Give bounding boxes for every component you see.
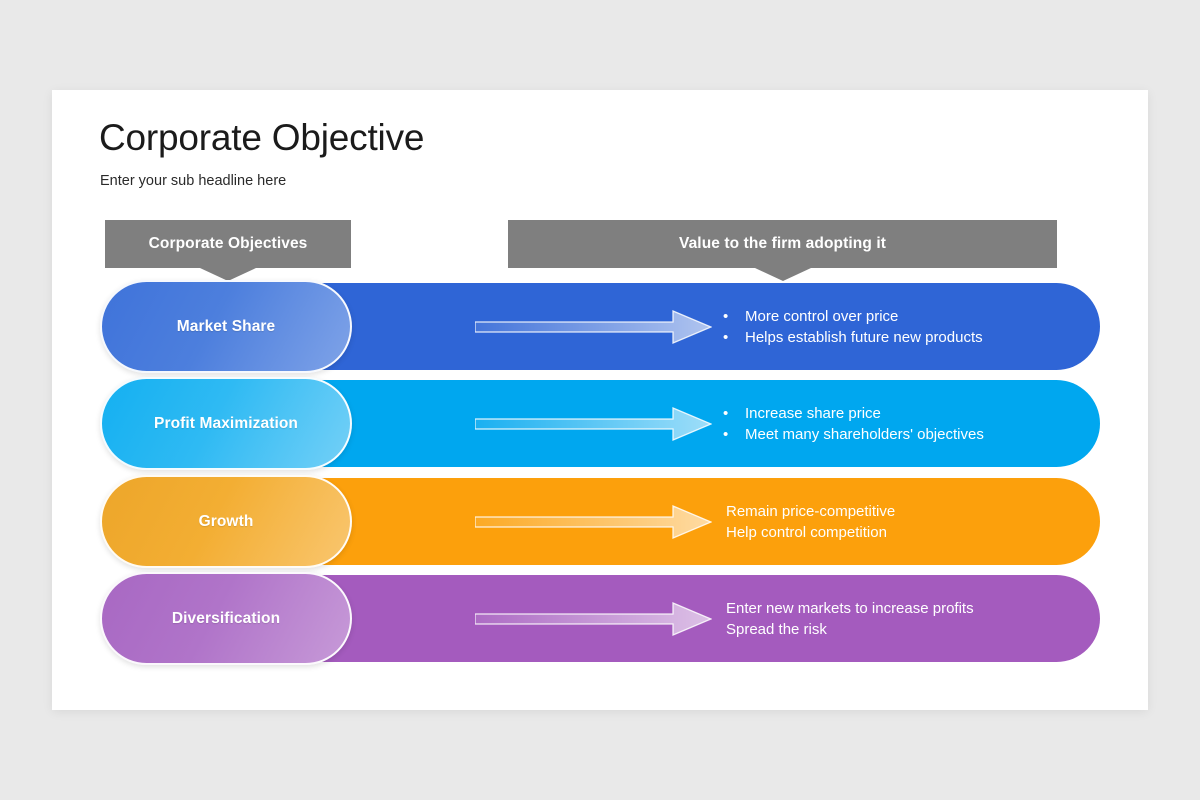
value-item: • Helps establish future new products xyxy=(723,327,983,348)
value-item: • Increase share price xyxy=(723,403,984,424)
value-item: Remain price-competitive xyxy=(723,501,895,522)
page-subtitle: Enter your sub headline here xyxy=(100,173,287,189)
bullet-icon: • xyxy=(723,425,729,443)
value-list: • Increase share price • Meet many share… xyxy=(723,380,984,467)
right-arrow-icon xyxy=(475,504,712,540)
value-text: Enter new markets to increase profits xyxy=(726,599,974,617)
value-list: Enter new markets to increase profits Sp… xyxy=(723,575,974,662)
objective-pill[interactable]: Diversification xyxy=(100,572,352,665)
page-title: Corporate Objective xyxy=(99,117,425,158)
bullet-icon: • xyxy=(723,404,729,422)
header-notch-triangle-icon xyxy=(754,268,811,281)
bullet-icon: • xyxy=(723,328,729,346)
objective-row[interactable]: Market Share • More control over price •… xyxy=(100,280,1100,373)
objective-pill[interactable]: Growth xyxy=(100,475,352,568)
objective-label: Market Share xyxy=(176,317,276,335)
bullet-icon: • xyxy=(723,307,729,325)
value-item: • More control over price xyxy=(723,306,983,327)
value-text: Help control competition xyxy=(726,523,887,541)
value-text: Remain price-competitive xyxy=(726,502,896,520)
value-item: Spread the risk xyxy=(723,619,974,640)
column-header-value-label: Value to the firm adopting it xyxy=(679,235,886,252)
column-header-objectives: Corporate Objectives xyxy=(105,220,351,281)
objective-pill[interactable]: Profit Maximization xyxy=(100,377,352,470)
objective-row[interactable]: Growth Remain price-competitive Help con… xyxy=(100,475,1100,568)
value-text: Helps establish future new products xyxy=(745,328,983,346)
objective-label: Growth xyxy=(198,512,254,530)
objective-row[interactable]: Diversification Enter new markets to inc… xyxy=(100,572,1100,665)
objective-row[interactable]: Profit Maximization • Increase share pri… xyxy=(100,377,1100,470)
column-header-value: Value to the firm adopting it xyxy=(508,220,1057,281)
right-arrow-icon xyxy=(475,601,712,637)
header-notch-triangle-icon xyxy=(200,268,256,281)
value-text: Spread the risk xyxy=(726,620,827,638)
objective-label: Profit Maximization xyxy=(154,414,298,432)
value-list: • More control over price • Helps establ… xyxy=(723,283,983,370)
value-item: • Meet many shareholders' objectives xyxy=(723,424,984,445)
value-text: Increase share price xyxy=(745,404,881,422)
value-text: More control over price xyxy=(745,307,899,325)
value-item: Help control competition xyxy=(723,522,895,543)
right-arrow-icon xyxy=(475,309,712,345)
column-header-objectives-label: Corporate Objectives xyxy=(148,235,308,252)
objective-pill[interactable]: Market Share xyxy=(100,280,352,373)
right-arrow-icon xyxy=(475,406,712,442)
objective-label: Diversification xyxy=(171,609,281,627)
value-text: Meet many shareholders' objectives xyxy=(745,425,984,443)
value-list: Remain price-competitive Help control co… xyxy=(723,478,895,565)
value-item: Enter new markets to increase profits xyxy=(723,598,974,619)
